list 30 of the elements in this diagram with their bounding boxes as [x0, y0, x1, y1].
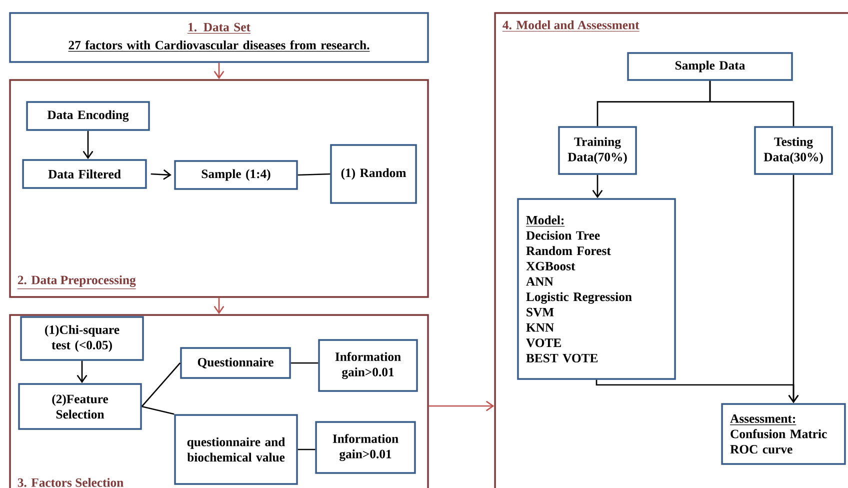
process-box: Sample Data	[627, 52, 793, 81]
connector-line	[298, 173, 330, 176]
arrow	[76, 360, 88, 384]
list-box: Model: Decision Tree Random Forest XGBoost ANN Logistic Regression SVM KNN VOTE BEST VOTE	[517, 198, 676, 380]
connector-line	[142, 406, 174, 415]
arrow	[214, 298, 224, 314]
process-box: Testing Data(30%)	[754, 126, 833, 175]
process-box: (2)Feature Selection	[18, 383, 142, 430]
process-box: (1)Chi-square test (<0.05)	[20, 316, 144, 361]
arrow	[82, 130, 94, 160]
arrow	[214, 62, 224, 80]
process-box: Information gain>0.01	[315, 421, 416, 474]
process-box: Sample (1:4)	[174, 160, 298, 190]
arrow	[428, 400, 494, 412]
arrow	[150, 169, 172, 180]
connector-line	[290, 362, 318, 364]
process-box: Data Encoding	[26, 101, 150, 131]
connector-line	[709, 80, 794, 126]
connector-line	[141, 362, 181, 407]
process-box: (1) Random	[330, 144, 417, 204]
process-box: Information gain>0.01	[318, 339, 418, 392]
title-box: 1. Data Set 27 factors with Cardiovascular diseases from research.	[9, 12, 429, 63]
process-box: questionnaire and biochemical value	[174, 414, 298, 485]
connector-line	[298, 448, 316, 450]
process-box: Training Data(70%)	[558, 126, 637, 175]
list-box: Assessment: Confusion Matric ROC curve	[721, 403, 846, 465]
arrow	[592, 174, 603, 198]
process-box: Data Filtered	[22, 159, 147, 189]
process-box: Questionnaire	[180, 347, 291, 379]
arrow	[596, 380, 799, 404]
